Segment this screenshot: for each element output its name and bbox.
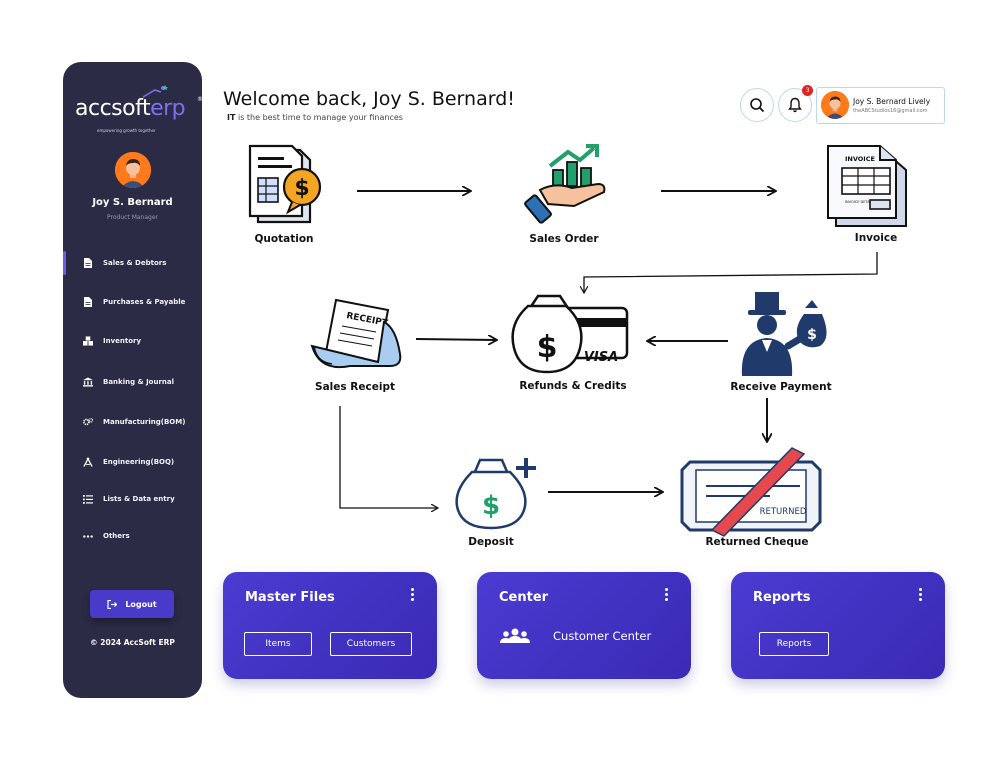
- customer-center-label: Customer Center: [553, 629, 652, 643]
- invoice-doc-subtitle: INVOICE DETAILS: [845, 200, 876, 204]
- logo-tagline: empowering growth together: [97, 128, 156, 133]
- flow-arrows: [339, 191, 878, 508]
- svg-text:$: $: [482, 491, 500, 521]
- logout-button[interactable]: Logout: [90, 590, 174, 618]
- avatar: [821, 91, 849, 119]
- document-icon: [83, 297, 93, 307]
- compass-icon: [83, 457, 93, 467]
- copyright-text: © 2024 AccSoft ERP: [90, 638, 175, 647]
- avatar[interactable]: [115, 152, 151, 188]
- logout-icon: [107, 599, 118, 609]
- sidebar-user-role: Product Manager: [107, 214, 158, 221]
- sales-receipt-label: Sales Receipt: [315, 381, 395, 393]
- app-logo[interactable]: accsofterp ® empowering growth together: [75, 84, 203, 133]
- svg-text:$: $: [294, 176, 309, 201]
- sidebar: accsofterp ® empowering growth together …: [63, 62, 203, 698]
- sidebar-item-label: Manufacturing(BOM): [103, 418, 186, 426]
- sidebar-item-label: Sales & Debtors: [103, 259, 167, 267]
- sidebar-item-purchases-payable[interactable]: Purchases & Payable: [63, 290, 202, 314]
- sidebar-item-label: Engineering(BOQ): [103, 458, 175, 466]
- more-vertical-icon[interactable]: [665, 588, 669, 603]
- sidebar-item-engineering[interactable]: Engineering(BOQ): [63, 450, 202, 474]
- subtitle-text: is the best time to manage your finances: [235, 113, 403, 122]
- sidebar-item-inventory[interactable]: Inventory: [63, 329, 202, 353]
- notifications-button[interactable]: 3: [778, 85, 813, 122]
- gears-icon: [83, 417, 93, 427]
- sidebar-item-label: Purchases & Payable: [103, 298, 186, 306]
- arrow-receipt-to-deposit: [339, 406, 437, 508]
- avatar-person-icon: [821, 91, 849, 119]
- svg-text:$: $: [807, 327, 817, 343]
- sidebar-item-lists[interactable]: Lists & Data entry: [63, 487, 202, 511]
- arrow-invoice-to-refunds: [584, 252, 878, 292]
- logo-word-acc: accsoft: [75, 96, 151, 121]
- items-button[interactable]: Items: [244, 632, 312, 656]
- sales-order-icon: [524, 144, 606, 224]
- returned-cheque-label: Returned Cheque: [705, 536, 809, 548]
- returned-cheque-icon: RETURNED: [680, 447, 822, 537]
- profile-email: theABCStudios16@gmail.com: [853, 108, 928, 114]
- sales-receipt-icon: RECEIPT: [310, 298, 402, 368]
- deposit-icon: $: [455, 458, 536, 530]
- boxes-icon: [83, 336, 93, 346]
- returned-stamp-text: RETURNED: [760, 507, 807, 517]
- card-title: Center: [499, 590, 549, 605]
- customer-center-link[interactable]: Customer Center: [499, 628, 651, 644]
- customers-button[interactable]: Customers: [330, 632, 412, 656]
- search-button[interactable]: [740, 88, 774, 122]
- sidebar-item-label: Lists & Data entry: [103, 495, 175, 503]
- subtitle-bold: IT: [227, 113, 236, 122]
- more-dots-icon: [83, 531, 93, 541]
- receive-payment-label: Receive Payment: [730, 381, 832, 393]
- bank-icon: [83, 377, 93, 387]
- logo-registered-mark: ®: [197, 96, 203, 103]
- invoice-doc-title: INVOICE: [845, 155, 875, 163]
- center-card: Center Customer Center: [477, 572, 691, 679]
- users-group-icon: [500, 628, 530, 643]
- invoice-icon: INVOICE INVOICE DETAILS: [827, 145, 907, 227]
- page-subtitle: IT is the best time to manage your finan…: [227, 113, 403, 122]
- svg-text:$: $: [537, 330, 558, 365]
- visa-text: VISA: [584, 350, 618, 365]
- page-title: Welcome back, Joy S. Bernard!: [223, 88, 515, 110]
- reports-button[interactable]: Reports: [759, 632, 829, 656]
- sidebar-item-sales-debtors[interactable]: Sales & Debtors: [63, 251, 202, 275]
- avatar-person-icon: [115, 152, 151, 188]
- deposit-label: Deposit: [468, 536, 514, 548]
- profile-chip[interactable]: Joy S. Bernard Lively theABCStudios16@gm…: [816, 87, 945, 124]
- sidebar-user-name: Joy S. Bernard: [92, 197, 173, 208]
- search-icon: [750, 98, 765, 113]
- sales-order-label: Sales Order: [529, 233, 599, 245]
- sidebar-item-label: Others: [103, 532, 130, 540]
- logo-word-erp: erp: [150, 96, 186, 121]
- sidebar-item-manufacturing[interactable]: Manufacturing(BOM): [63, 410, 202, 434]
- profile-name: Joy S. Bernard Lively: [853, 97, 931, 106]
- logout-label: Logout: [125, 599, 157, 609]
- sidebar-item-label: Inventory: [103, 337, 142, 345]
- notification-badge: 3: [802, 85, 813, 96]
- reports-card: Reports Reports: [731, 572, 945, 679]
- arrow-receipt-to-refunds: [415, 339, 496, 340]
- logo-figure-icon: [142, 85, 168, 98]
- receive-payment-icon: $: [741, 292, 827, 376]
- bell-icon: [788, 97, 802, 113]
- invoice-label: Invoice: [854, 232, 898, 244]
- more-vertical-icon[interactable]: [919, 588, 923, 603]
- more-vertical-icon[interactable]: [411, 588, 415, 603]
- refunds-credits-label: Refunds & Credits: [519, 380, 627, 392]
- quotation-label: Quotation: [254, 233, 314, 245]
- quotation-icon: $: [248, 144, 322, 224]
- list-icon: [83, 494, 93, 504]
- refunds-credits-icon: VISA $: [511, 294, 629, 374]
- card-title: Reports: [753, 590, 811, 605]
- card-title: Master Files: [245, 590, 335, 605]
- sidebar-item-banking-journal[interactable]: Banking & Journal: [63, 370, 202, 394]
- document-icon: [83, 258, 93, 268]
- master-files-card: Master Files Items Customers: [223, 572, 437, 679]
- sidebar-item-label: Banking & Journal: [103, 378, 175, 386]
- sidebar-item-others[interactable]: Others: [63, 524, 202, 548]
